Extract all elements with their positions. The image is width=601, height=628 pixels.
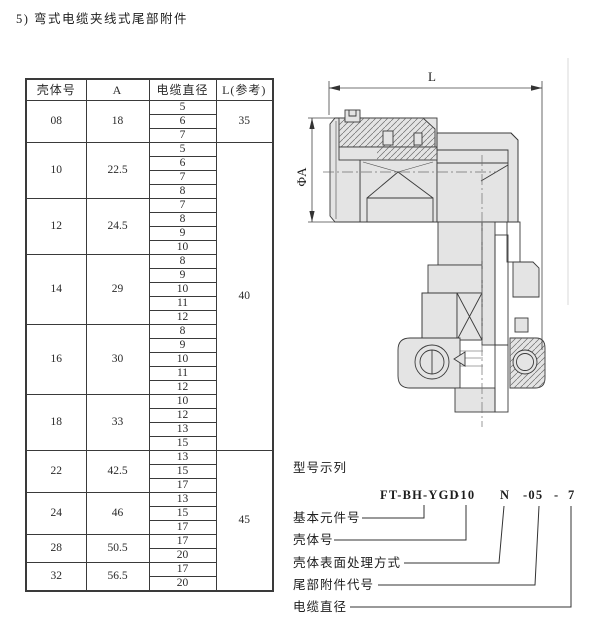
cable-diameter-cell: 7	[148, 170, 217, 185]
cable-diameter-cell: 20	[148, 576, 217, 592]
shell-number-cell: 10	[25, 142, 87, 199]
cable-diameter-cell: 12	[148, 380, 217, 395]
cable-diameter-cell: 15	[148, 436, 217, 451]
dimension-l-label: L	[428, 69, 436, 84]
cable-diameter-cell: 7	[148, 128, 217, 143]
shell-number-cell: 14	[25, 254, 87, 325]
l-reference-cell: 40	[215, 142, 274, 451]
cable-diameter-cell: 20	[148, 548, 217, 563]
cable-diameter-cell: 5	[148, 100, 217, 115]
model-number-section: 型号示列 FT-BH-YGD -10 N -05 - 7 基本元件号 壳体号 壳…	[290, 455, 598, 628]
dimension-l: L	[328, 69, 543, 350]
cable-diameter-cell: 9	[148, 268, 217, 283]
a-value-cell: 50.5	[85, 534, 150, 563]
cable-diameter-cell: 10	[148, 282, 217, 297]
model-label-tail: 尾部附件代号	[293, 577, 374, 592]
shell-number-cell: 16	[25, 324, 87, 395]
cable-diameter-cell: 15	[148, 464, 217, 479]
model-label-diameter: 电缆直径	[293, 600, 347, 614]
model-code-separator: -	[554, 488, 559, 502]
cable-diameter-cell: 17	[148, 534, 217, 549]
cable-diameter-cell: 8	[148, 212, 217, 227]
shell-number-cell: 24	[25, 492, 87, 535]
cable-diameter-cell: 8	[148, 324, 217, 339]
cable-diameter-cell: 10	[148, 352, 217, 367]
cable-diameter-cell: 8	[148, 184, 217, 199]
a-value-cell: 24.5	[85, 198, 150, 255]
shell-number-cell: 18	[25, 394, 87, 451]
model-code-segment-base: FT-BH-YGD	[380, 488, 460, 502]
shell-number-cell: 12	[25, 198, 87, 255]
cable-diameter-cell: 13	[148, 450, 217, 465]
shell-number-cell: 32	[25, 562, 87, 592]
a-value-cell: 22.5	[85, 142, 150, 199]
page-title: 5) 弯式电缆夹线式尾部附件	[16, 12, 189, 26]
model-legend-svg: 型号示列 FT-BH-YGD -10 N -05 - 7 基本元件号 壳体号 壳…	[293, 461, 575, 614]
shell-number-cell: 22	[25, 450, 87, 493]
model-code-segment-shell: -10	[455, 488, 475, 502]
cable-diameter-cell: 8	[148, 254, 217, 269]
cable-diameter-cell: 9	[148, 226, 217, 241]
cable-diameter-cell: 13	[148, 492, 217, 507]
cable-diameter-cell: 12	[148, 408, 217, 423]
cable-diameter-cell: 6	[148, 114, 217, 129]
header-cell-0: 壳体号	[25, 78, 87, 101]
connector-drawing-svg: L ΦA	[294, 58, 569, 427]
a-value-cell: 42.5	[85, 450, 150, 493]
cable-diameter-cell: 17	[148, 562, 217, 577]
header-cell-3: L(参考)	[215, 78, 274, 101]
cable-diameter-cell: 15	[148, 506, 217, 521]
dimension-phi-a-label: ΦA	[295, 167, 309, 187]
connector-body	[329, 109, 546, 413]
l-reference-cell: 35	[215, 100, 274, 143]
cable-diameter-cell: 17	[148, 478, 217, 493]
table-row: 20	[26, 576, 273, 592]
a-value-cell: 30	[85, 324, 150, 395]
model-code-segment-finish: N	[500, 488, 510, 502]
cable-diameter-cell: 6	[148, 156, 217, 171]
cable-diameter-cell: 9	[148, 338, 217, 353]
model-code-segment-tail: -05	[523, 488, 543, 502]
shell-number-cell: 28	[25, 534, 87, 563]
shell-number-cell: 08	[25, 100, 87, 143]
model-section-heading: 型号示列	[293, 461, 347, 475]
cable-diameter-cell: 10	[148, 394, 217, 409]
header-cell-2: 电缆直径	[148, 78, 217, 101]
cable-diameter-cell: 5	[148, 142, 217, 157]
cable-diameter-cell: 11	[148, 366, 217, 381]
a-value-cell: 33	[85, 394, 150, 451]
model-label-shell: 壳体号	[293, 533, 334, 547]
a-value-cell: 29	[85, 254, 150, 325]
l-reference-cell: 45	[215, 450, 274, 592]
cable-diameter-cell: 12	[148, 310, 217, 325]
a-value-cell: 46	[85, 492, 150, 535]
cable-diameter-cell: 7	[148, 198, 217, 213]
a-value-cell: 56.5	[85, 562, 150, 592]
cable-diameter-cell: 10	[148, 240, 217, 255]
leader-lines	[334, 505, 572, 608]
model-code-segment-diameter: 7	[568, 488, 575, 502]
cable-diameter-cell: 13	[148, 422, 217, 437]
model-label-base: 基本元件号	[293, 511, 361, 525]
centerlines	[323, 155, 497, 427]
a-value-cell: 18	[85, 100, 150, 143]
cable-diameter-cell: 11	[148, 296, 217, 311]
technical-drawing: L ΦA	[294, 55, 573, 440]
dimension-phi-a: ΦA	[294, 117, 339, 223]
model-label-finish: 壳体表面处理方式	[293, 555, 401, 570]
cable-diameter-cell: 17	[148, 520, 217, 535]
header-cell-1: A	[85, 78, 150, 101]
